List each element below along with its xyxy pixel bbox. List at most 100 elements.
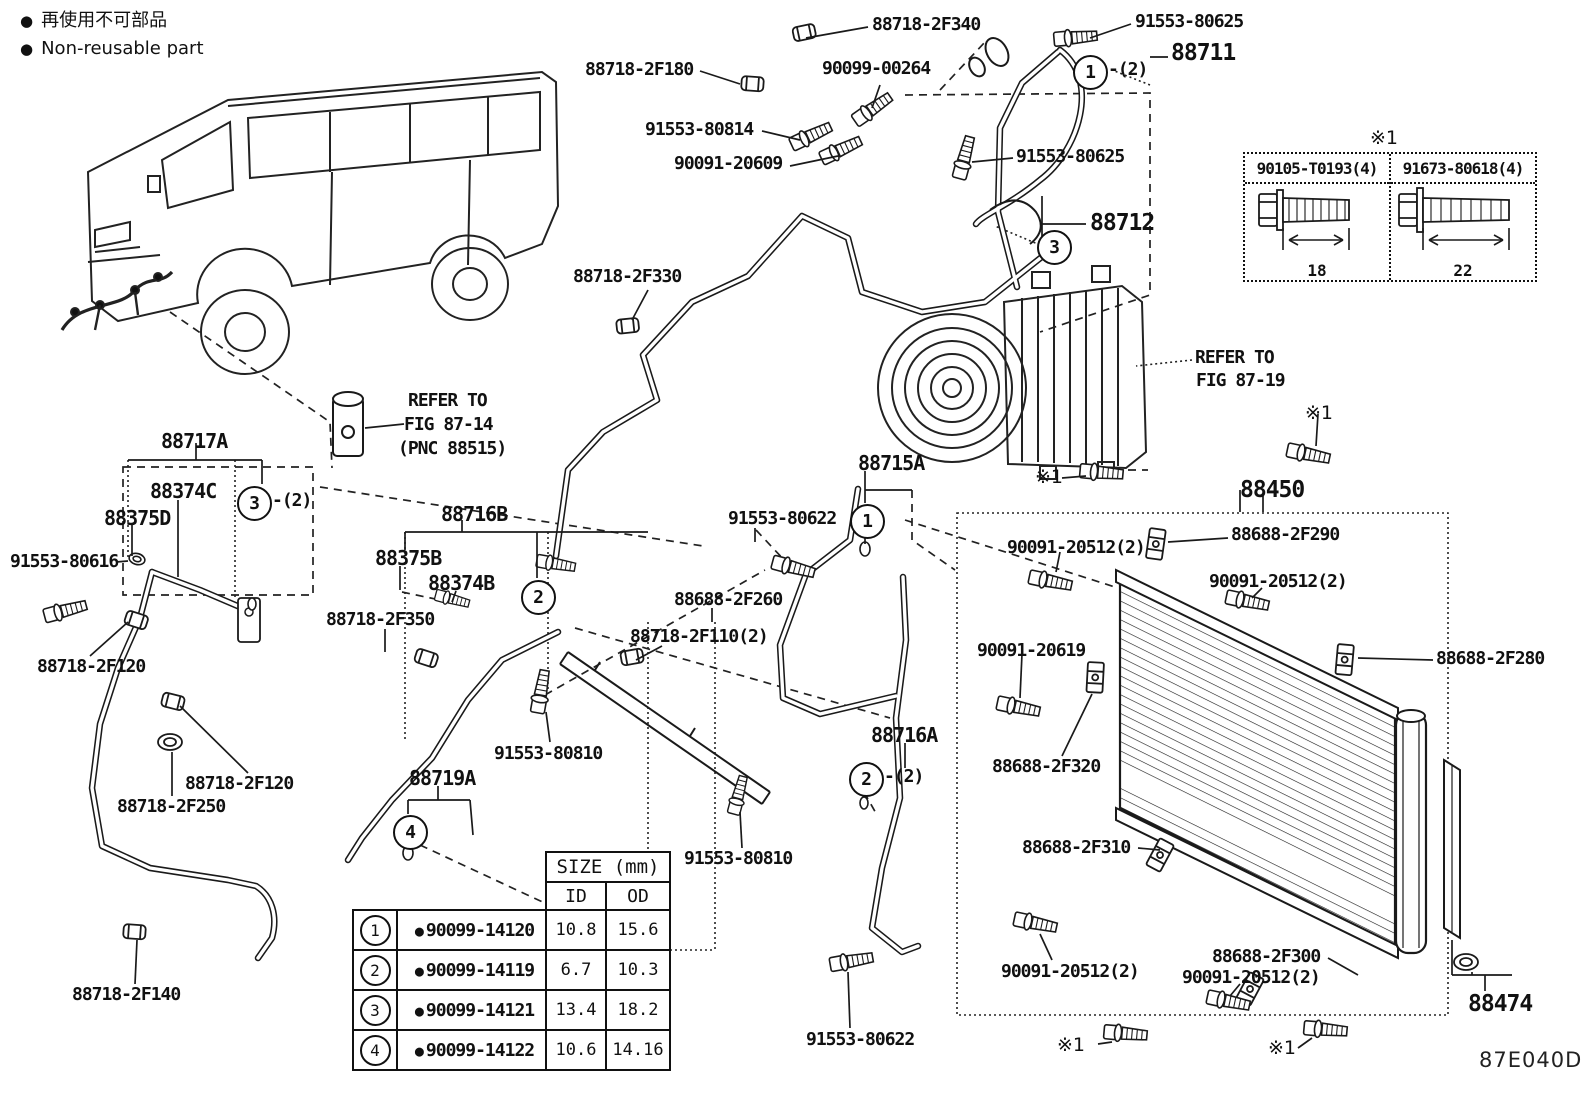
part-label-91553-80622: 91553-80622 xyxy=(728,508,837,529)
table-row: 3 ●90099-14121 13.4 18.2 xyxy=(352,989,671,1031)
part-label-90091-20512-b: 90091-20512(2) xyxy=(1209,571,1348,592)
part-label-91553-80625-b: 91553-80625 xyxy=(1016,146,1125,167)
part-label-91553-80810-b: 91553-80810 xyxy=(684,848,793,869)
part-label-88688-2F260: 88688-2F260 xyxy=(674,589,783,610)
part-label-88688-2F300: 88688-2F300 xyxy=(1212,946,1321,967)
note-mark-b: ※1 xyxy=(1305,402,1334,424)
inset-bolt-left-icon xyxy=(1258,189,1350,250)
part-label-88374B: 88374B xyxy=(428,571,495,595)
part-label-88718-2F120: 88718-2F120 xyxy=(37,656,146,677)
bolt-size-inset: 90105-T0193(4) 18 91673-80618(4) xyxy=(1243,152,1537,282)
inset-bolt-right-icon xyxy=(1398,187,1510,250)
non-reusable-dot-icon: ● xyxy=(414,961,424,980)
ref-note-pnc-88515: (PNC 88515) xyxy=(398,438,507,459)
ref-note-refer-to-b: REFER TO xyxy=(1195,347,1275,368)
callout-4: 4 xyxy=(393,815,428,850)
note-mark-a: ※1 xyxy=(1035,466,1064,488)
part-label-88688-2F310: 88688-2F310 xyxy=(1022,837,1131,858)
size-table-title: SIZE (mm) xyxy=(545,851,671,883)
callout-1-qty: -(2) xyxy=(1108,59,1148,80)
part-label-88712: 88712 xyxy=(1090,210,1155,236)
part-label-88716A: 88716A xyxy=(871,723,938,747)
part-label-91553-80622-b: 91553-80622 xyxy=(806,1029,915,1050)
part-label-88374C: 88374C xyxy=(150,479,217,503)
table-row: 1 ●90099-14120 10.8 15.6 xyxy=(352,909,671,951)
part-label-91553-80625: 91553-80625 xyxy=(1135,11,1244,32)
part-label-88375B: 88375B xyxy=(375,546,442,570)
part-label-88719A: 88719A xyxy=(409,766,476,790)
row-number-badge: 1 xyxy=(359,914,391,946)
row-number-badge: 4 xyxy=(359,1034,391,1066)
non-reusable-dot-icon: ● xyxy=(414,1001,424,1020)
part-label-88718-2F110: 88718-2F110(2) xyxy=(630,626,769,647)
inset-part-right: 91673-80618(4) xyxy=(1391,154,1535,184)
inset-part-left: 90105-T0193(4) xyxy=(1245,154,1389,184)
legend-jp: ●再使用不可部品 xyxy=(20,10,168,31)
van-illustration xyxy=(60,70,560,375)
size-table: SIZE (mm) ID OD 1 ●90099-14120 10.8 15.6… xyxy=(352,851,671,1071)
inset-dim-right: 22 xyxy=(1453,261,1473,280)
ref-note-fig-87-14: FIG 87-14 xyxy=(404,414,494,435)
part-label-88688-2F320: 88688-2F320 xyxy=(992,756,1101,777)
part-label-90099-00264: 90099-00264 xyxy=(822,58,931,79)
part-label-88718-2F350: 88718-2F350 xyxy=(326,609,435,630)
bullet-icon: ● xyxy=(20,12,34,30)
callout-1-top: 1 xyxy=(1073,55,1108,90)
bullet-icon: ● xyxy=(20,40,34,58)
note-mark-inset: ※1 xyxy=(1370,127,1399,149)
inset-cell-right: 91673-80618(4) 22 xyxy=(1391,154,1535,280)
callout-3-left: 3 xyxy=(237,486,272,521)
condenser-drawing xyxy=(1115,568,1479,971)
size-table-col-od: OD xyxy=(605,881,671,911)
table-row: 2 ●90099-14119 6.7 10.3 xyxy=(352,949,671,991)
part-label-88718-2F180: 88718-2F180 xyxy=(585,59,694,80)
callout-3-qty: -(2) xyxy=(272,490,312,511)
part-label-90091-20512-d: 90091-20512(2) xyxy=(1182,967,1321,988)
part-label-90091-20609: 90091-20609 xyxy=(674,153,783,174)
leader-lines xyxy=(89,23,1512,1049)
part-label-88474: 88474 xyxy=(1468,991,1533,1017)
part-label-90091-20512-a: 90091-20512(2) xyxy=(1007,537,1146,558)
note-mark-c: ※1 xyxy=(1057,1034,1086,1056)
drawing-code: 87E040D xyxy=(1479,1048,1583,1072)
part-label-90091-20512-c: 90091-20512(2) xyxy=(1001,961,1140,982)
callout-3-top: 3 xyxy=(1037,230,1072,265)
non-reusable-dot-icon: ● xyxy=(414,1041,424,1060)
non-reusable-dot-icon: ● xyxy=(414,921,424,940)
part-label-88688-2F290: 88688-2F290 xyxy=(1231,524,1340,545)
callout-2-qty: -(2) xyxy=(884,766,924,787)
callout-1-mid: 1 xyxy=(850,504,885,539)
ref-note-fig-87-19: FIG 87-19 xyxy=(1196,370,1286,391)
callout-2-bottom: 2 xyxy=(849,762,884,797)
part-label-88718-2F250: 88718-2F250 xyxy=(117,796,226,817)
part-label-88716B: 88716B xyxy=(441,502,508,526)
part-label-88718-2F140: 88718-2F140 xyxy=(72,984,181,1005)
part-label-88450: 88450 xyxy=(1240,477,1305,503)
inset-dim-left: 18 xyxy=(1307,261,1327,280)
part-label-88711: 88711 xyxy=(1171,40,1236,66)
part-label-91553-80810: 91553-80810 xyxy=(494,743,603,764)
compressor-drawing xyxy=(877,265,1148,480)
row-number-badge: 2 xyxy=(359,954,391,986)
callout-2-mid: 2 xyxy=(521,580,556,615)
part-label-88717A: 88717A xyxy=(161,429,228,453)
size-table-col-id: ID xyxy=(545,881,607,911)
part-label-88718-2F120-b: 88718-2F120 xyxy=(185,773,294,794)
table-row: 4 ●90099-14122 10.6 14.16 xyxy=(352,1029,671,1071)
legend-en: ●Non-reusable part xyxy=(20,38,204,59)
part-label-91553-80814: 91553-80814 xyxy=(645,119,754,140)
part-label-88718-2F340: 88718-2F340 xyxy=(872,14,981,35)
part-label-91553-80616: 91553-80616 xyxy=(10,551,119,572)
ref-note-refer-to: REFER TO xyxy=(408,390,488,411)
note-mark-d: ※1 xyxy=(1268,1037,1297,1059)
expansion-valve-drawing xyxy=(332,391,364,457)
part-label-88375D: 88375D xyxy=(104,506,171,530)
ac-pipes xyxy=(88,37,1085,962)
part-label-88718-2F330: 88718-2F330 xyxy=(573,266,682,287)
row-number-badge: 3 xyxy=(359,994,391,1026)
part-label-88715A: 88715A xyxy=(858,451,925,475)
inset-cell-left: 90105-T0193(4) 18 xyxy=(1245,154,1391,280)
part-label-88688-2F280: 88688-2F280 xyxy=(1436,648,1545,669)
